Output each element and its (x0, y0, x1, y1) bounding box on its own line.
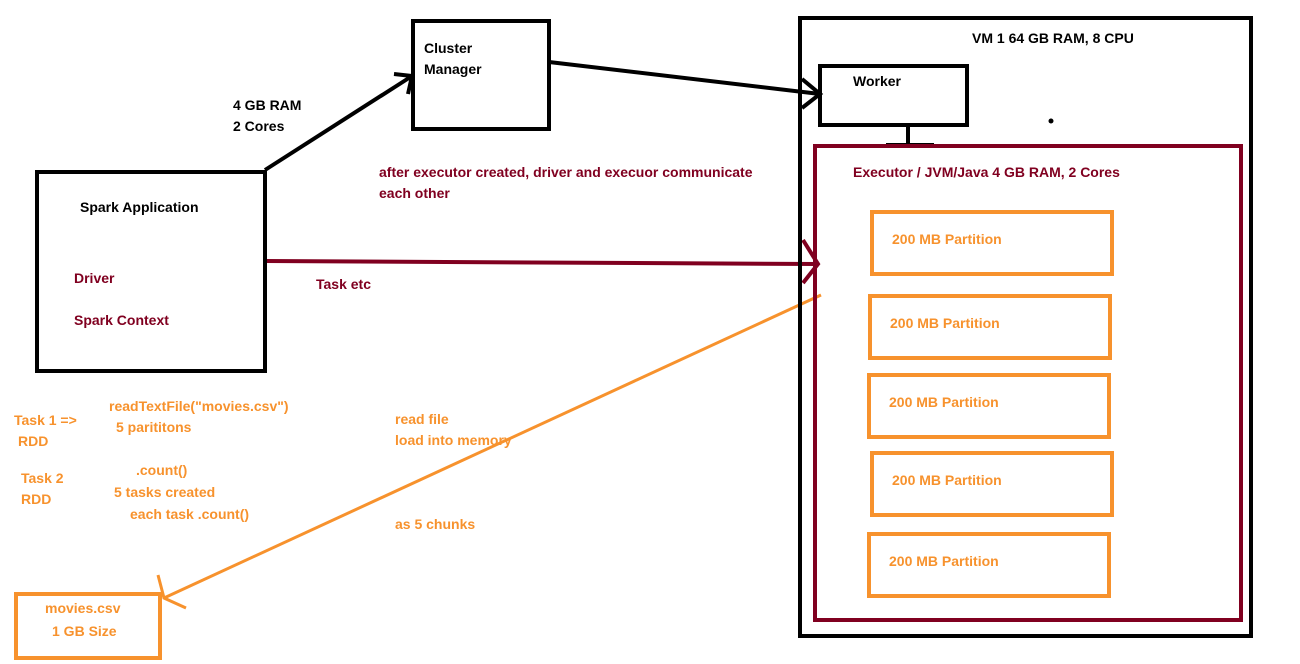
partition-box[interactable] (868, 294, 1112, 360)
partition-box[interactable] (870, 210, 1114, 276)
partition-label: 200 MB Partition (892, 472, 1002, 488)
cluster-manager-label-line1: Cluster (424, 40, 473, 56)
task1-label-line1: Task 1 => (14, 412, 77, 428)
read-note-line2: load into memory (395, 432, 512, 448)
task1-code-line1: readTextFile("movies.csv") (109, 398, 289, 414)
task1-label-line2: RDD (18, 433, 49, 449)
read-note-line1: read file (395, 411, 449, 427)
executor-label: Executor / JVM/Java 4 GB RAM, 2 Cores (853, 164, 1120, 180)
file-box[interactable] (14, 592, 162, 660)
resources-label-line1: 4 GB RAM (233, 97, 302, 113)
partition-box[interactable] (867, 532, 1111, 598)
file-name: movies.csv (45, 600, 121, 616)
read-note-line3: as 5 chunks (395, 516, 476, 532)
executor-box[interactable] (813, 144, 1243, 622)
task1-code-line2: 5 parititons (116, 419, 192, 435)
cluster-manager-box[interactable] (411, 19, 551, 131)
spark-context-label: Spark Context (74, 312, 169, 328)
task2-code-line1: .count() (136, 462, 188, 478)
driver-to-executor-arrow (264, 238, 821, 285)
partition-label: 200 MB Partition (892, 231, 1002, 247)
driver-label: Driver (74, 270, 115, 286)
worker-box[interactable] (818, 64, 969, 127)
spark-application-box[interactable] (35, 170, 267, 373)
worker-label: Worker (853, 73, 901, 89)
partition-label: 200 MB Partition (890, 315, 1000, 331)
vm-label: VM 1 64 GB RAM, 8 CPU (972, 30, 1134, 46)
partition-label: 200 MB Partition (889, 394, 999, 410)
app-to-cluster-arrow (263, 72, 415, 172)
task2-code-line3: each task .count() (130, 506, 250, 522)
stray-dot (1048, 118, 1054, 124)
task-etc-label: Task etc (316, 276, 371, 292)
cluster-manager-label-line2: Manager (424, 61, 482, 77)
spark-application-title: Spark Application (80, 199, 199, 215)
partition-box[interactable] (870, 451, 1114, 517)
partition-box[interactable] (867, 373, 1111, 439)
communication-note-line2: each other (379, 185, 450, 201)
task2-code-line2: 5 tasks created (114, 484, 216, 500)
task2-label-line1: Task 2 (21, 470, 64, 486)
communication-note-line1: after executor created, driver and execu… (379, 164, 753, 180)
executor-to-file-arrow (156, 293, 822, 610)
resources-label-line2: 2 Cores (233, 118, 285, 134)
task2-label-line2: RDD (21, 491, 52, 507)
partition-label: 200 MB Partition (889, 553, 999, 569)
file-size: 1 GB Size (52, 623, 117, 639)
cluster-to-worker-arrow (548, 60, 824, 110)
vm-box (798, 16, 1253, 638)
